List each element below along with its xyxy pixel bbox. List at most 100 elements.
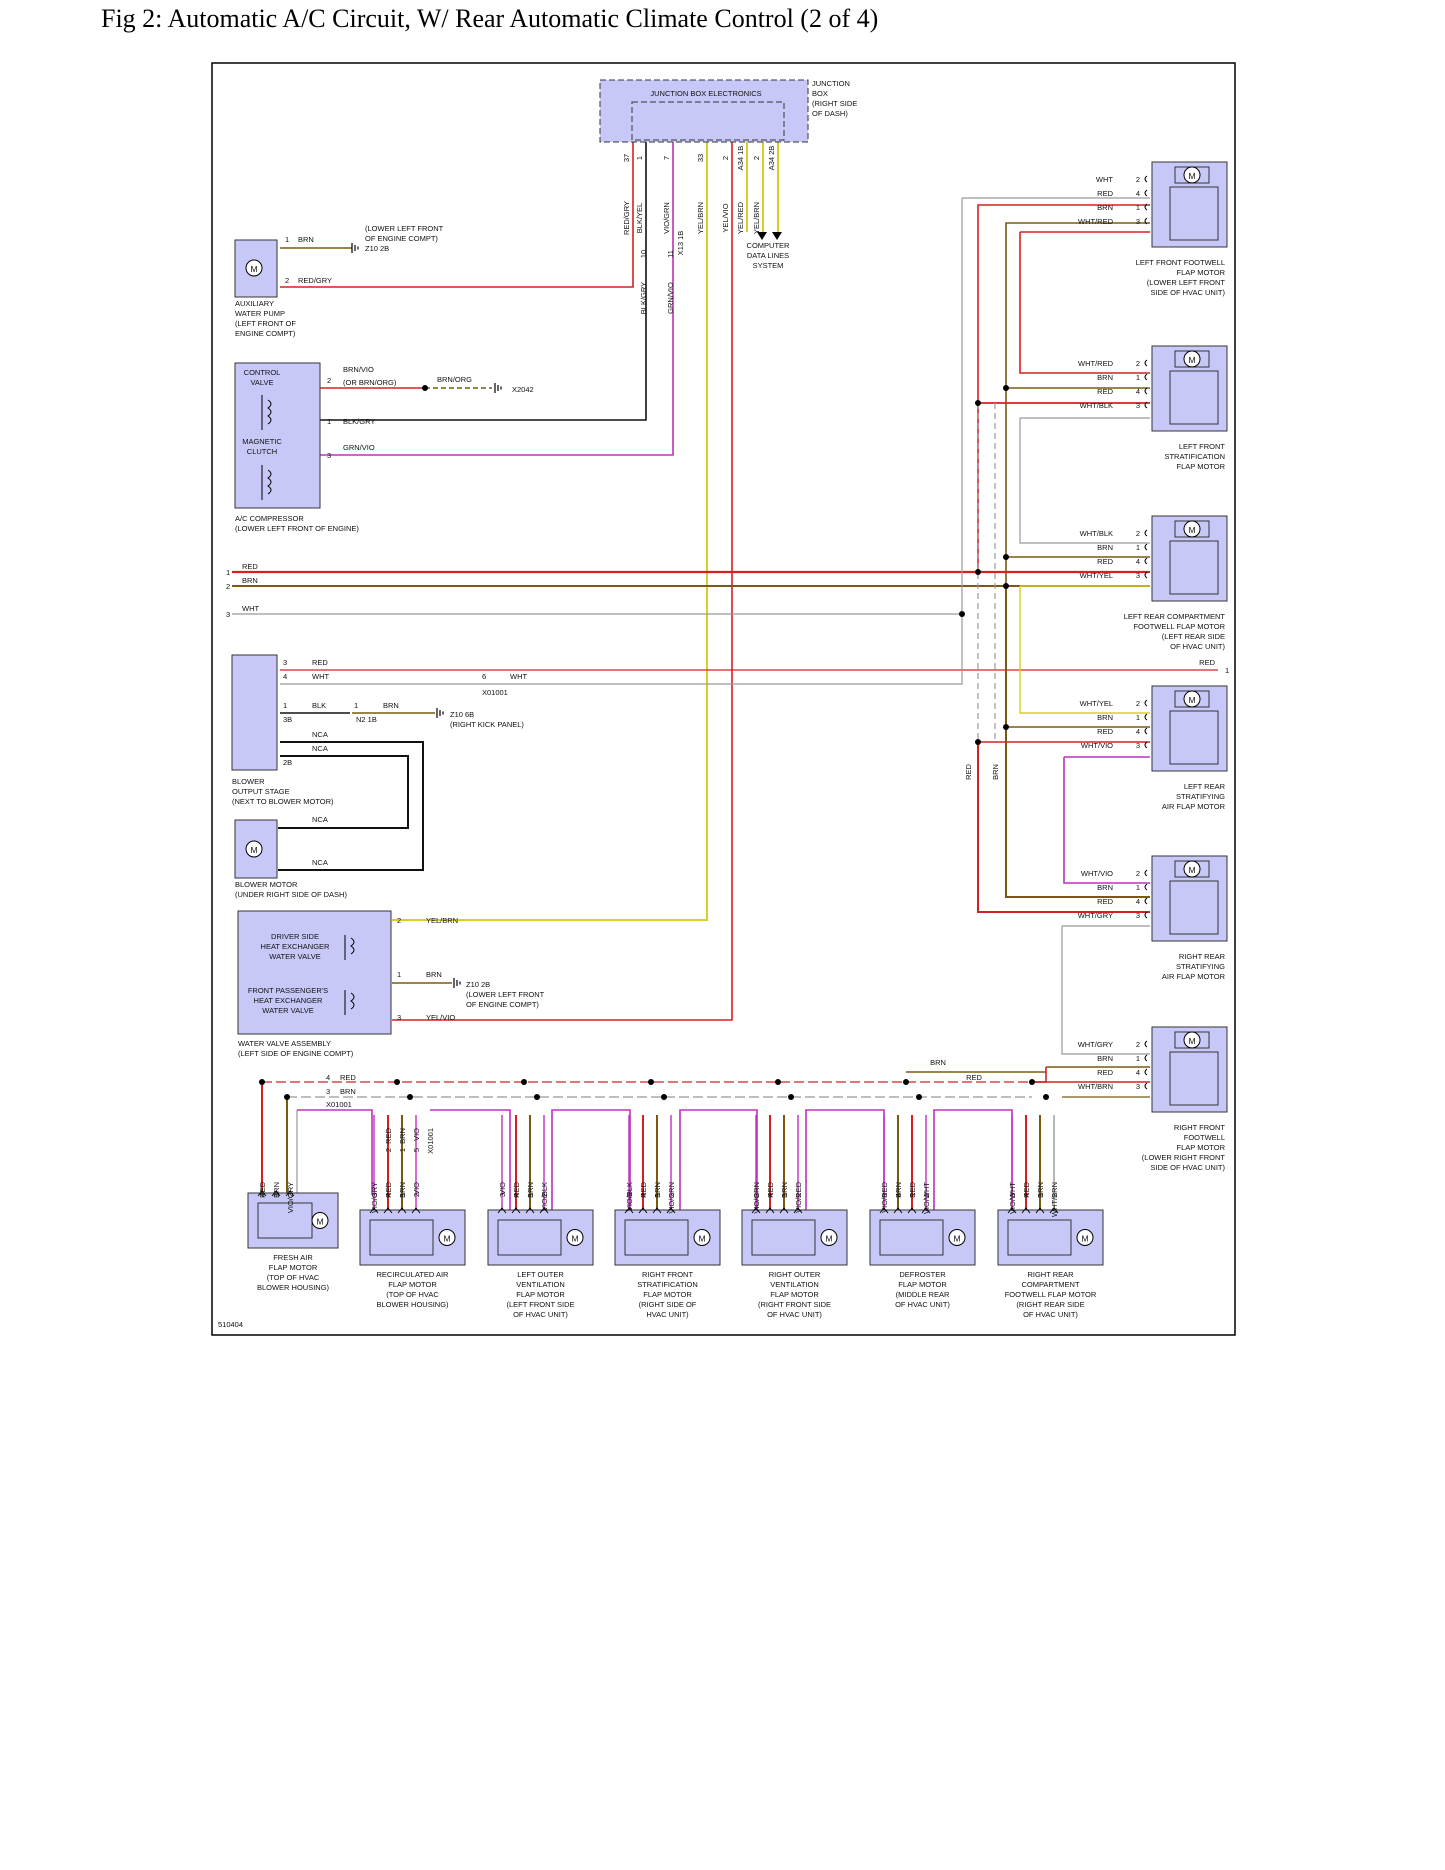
connector-icon <box>397 1207 407 1214</box>
pin-number: 2 <box>1136 359 1140 368</box>
control-valve-label: CONTROL <box>244 368 281 377</box>
bottom-motor-label: RIGHT REAR <box>1027 1270 1074 1279</box>
connector-icon <box>1144 1068 1148 1076</box>
wire-label: BRN <box>398 1182 407 1198</box>
right-motor-label: FLAP MOTOR <box>1177 462 1226 471</box>
pin-number: 4 <box>894 1193 903 1197</box>
wire-label: RED <box>384 1127 393 1143</box>
connector-icon <box>271 1190 281 1197</box>
junction-box <box>599 79 809 143</box>
bus-join <box>1032 1067 1047 1083</box>
pin-number: 4 <box>283 672 287 681</box>
bottom-motor-label: (MIDDLE REAR <box>896 1290 950 1299</box>
pin-number: 3 <box>752 1193 761 1197</box>
pin-number: 6 <box>482 672 486 681</box>
bottom-motor-label: BLOWER HOUSING) <box>376 1300 449 1309</box>
pin-number: 1 <box>908 1193 917 1197</box>
right-motor-label: LEFT FRONT FOOTWELL <box>1136 258 1225 267</box>
right-motor-label: RIGHT REAR <box>1179 952 1226 961</box>
connector-icon <box>765 1207 775 1214</box>
wire-label: BRN/ORG <box>437 375 472 384</box>
jb-pin-number: A34 2B <box>767 146 776 171</box>
connector-icon <box>1144 529 1148 537</box>
connector-icon <box>257 1190 267 1197</box>
connector-icon <box>907 1207 917 1214</box>
connector-icon <box>411 1207 421 1214</box>
bottom-motor-label: (LEFT FRONT SIDE <box>506 1300 574 1309</box>
jb-wire-label: YEL/VIO <box>721 203 730 232</box>
motor-symbol: M <box>953 1234 960 1244</box>
right-motor-label: FOOTWELL FLAP MOTOR <box>1133 622 1225 631</box>
wire-vio-link <box>430 1109 511 1210</box>
bottom-motor-label: FLAP MOTOR <box>388 1280 437 1289</box>
wire-label: RED <box>1097 387 1113 396</box>
connector-icon <box>921 1207 931 1214</box>
bottom-motor-label: OF HVAC UNIT) <box>895 1300 950 1309</box>
wire-label: X01001 <box>426 1128 435 1154</box>
motor-body <box>369 1219 434 1256</box>
bottom-motor-label: FLAP MOTOR <box>898 1280 947 1289</box>
wire-nca <box>278 755 409 829</box>
pin-number: 3 <box>326 1087 330 1096</box>
connector-label: X01001 <box>482 688 508 697</box>
feed-wire-label: WHT <box>242 604 259 613</box>
splice-dot <box>521 1079 527 1085</box>
wire-label: WHT <box>510 672 527 681</box>
wire-yel-vio <box>392 142 733 1021</box>
pin-number: 3 <box>880 1193 889 1197</box>
pin-number: 1 <box>398 1193 407 1197</box>
coil-icon <box>261 395 272 500</box>
motor-icon <box>1183 860 1201 878</box>
pin-number: 3 <box>498 1193 507 1197</box>
pin-number: 4 <box>1136 727 1140 736</box>
pin-number: 3 <box>1136 217 1140 226</box>
pin-number: 3 <box>283 658 287 667</box>
compressor-label: A/C COMPRESSOR <box>235 514 304 523</box>
wire-label: VIO <box>498 1182 507 1195</box>
jb-pin-number: 7 <box>662 156 671 160</box>
bottom-motor-label: OF HVAC UNIT) <box>513 1310 568 1319</box>
pin-number: 3 <box>1136 401 1140 410</box>
wire-label: RED/GRY <box>298 276 332 285</box>
pin-number: 1 <box>526 1193 535 1197</box>
wire-label: BRN <box>1036 1182 1045 1198</box>
pin-number: 2 <box>384 1148 393 1152</box>
wire-label: RED <box>964 764 973 780</box>
wire-label: BLK <box>312 701 326 710</box>
ground-location: OF ENGINE COMPT) <box>466 1000 539 1009</box>
feed-number: 3 <box>226 610 230 619</box>
wire-label: RED <box>1022 1181 1031 1197</box>
wire-wht-yel <box>1019 586 1150 714</box>
feed-number: 1 <box>226 568 230 577</box>
wire-brn-rm <box>1005 222 1150 586</box>
motor-body <box>1169 370 1219 425</box>
pin-number: 4 <box>1022 1193 1031 1197</box>
right-motor-label: AIR FLAP MOTOR <box>1162 972 1226 981</box>
motor-body <box>1169 710 1219 765</box>
wire-label: WHT/BLK <box>1080 529 1113 538</box>
jb-pin-number: 37 <box>622 154 631 162</box>
connector-icon <box>369 1207 379 1214</box>
water-valve-label: WATER VALVE ASSEMBLY <box>238 1039 331 1048</box>
bottom-motor-label: VENTILATION <box>770 1280 819 1289</box>
junction-box-location: JUNCTION <box>812 79 850 88</box>
wire-label: VIO/GRY <box>286 1182 295 1213</box>
wire-wht-blower <box>280 614 963 685</box>
pin-number: 4 <box>1136 557 1140 566</box>
bottom-motor-label: FRESH AIR <box>273 1253 313 1262</box>
computer-data-lines-label: SYSTEM <box>753 261 784 270</box>
wire-label: VIO/WHT <box>1008 1182 1017 1214</box>
blower-stage-label: OUTPUT STAGE <box>232 787 290 796</box>
wire-label: BRN <box>780 1182 789 1198</box>
bottom-motor-label: DEFROSTER <box>899 1270 946 1279</box>
wire-label: GRN/VIO <box>343 443 375 452</box>
water-pump-label: WATER PUMP <box>235 309 285 318</box>
passenger-valve-label: WATER VALVE <box>262 1006 313 1015</box>
pin-number: 4 <box>1136 897 1140 906</box>
water-valve-assembly <box>237 910 392 1035</box>
pin-number: 1 <box>397 970 401 979</box>
wire-label: WHT/BRN <box>1050 1182 1059 1217</box>
wire-brn-rm <box>1005 586 1150 898</box>
connector-icon <box>1144 359 1148 367</box>
